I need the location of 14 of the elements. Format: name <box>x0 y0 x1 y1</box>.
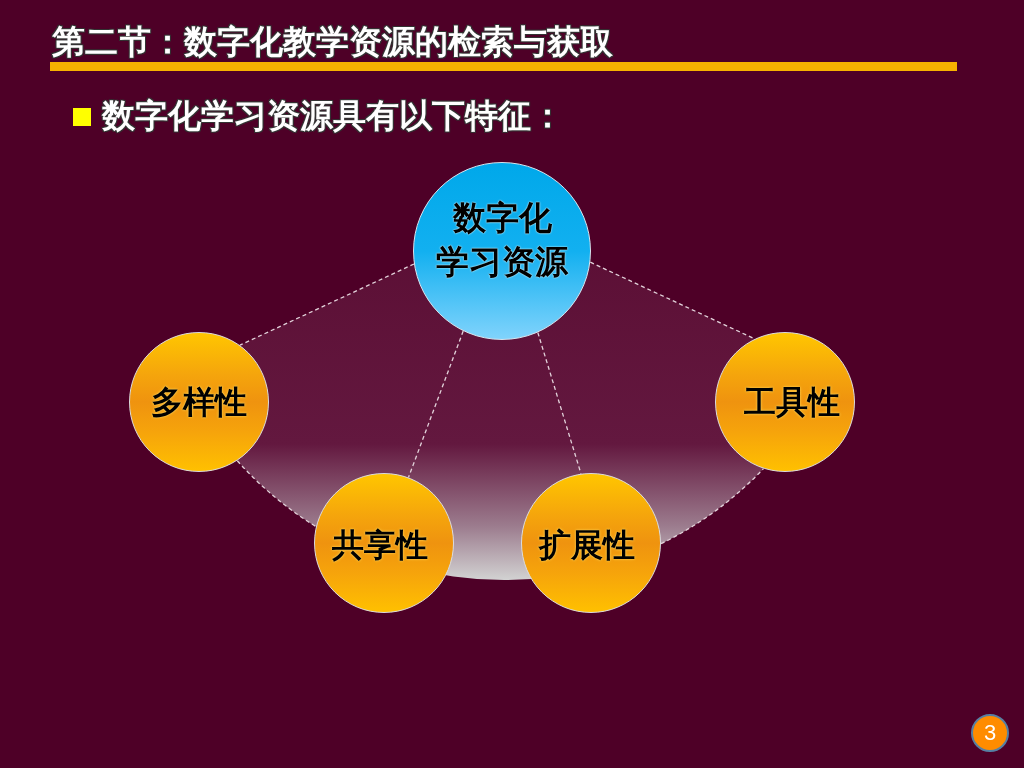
dashed-connector <box>407 330 464 479</box>
node-label: 共享性 <box>332 525 428 565</box>
page-number: 3 <box>983 721 997 745</box>
dashed-connector <box>660 467 765 545</box>
bullet-text: 数字化学习资源具有以下特征： <box>102 96 564 136</box>
slide-title: 第二节：数字化教学资源的检索与获取 <box>52 22 613 62</box>
node-label: 多样性 <box>151 382 247 422</box>
node-label: 工具性 <box>744 382 840 422</box>
dashed-connector <box>239 263 415 346</box>
page-number-circle <box>971 714 1009 752</box>
dashed-connector <box>589 261 756 340</box>
dashed-connector <box>236 460 317 528</box>
node-label: 扩展性 <box>539 525 635 565</box>
node-label: 数字化学习资源 <box>436 197 568 283</box>
